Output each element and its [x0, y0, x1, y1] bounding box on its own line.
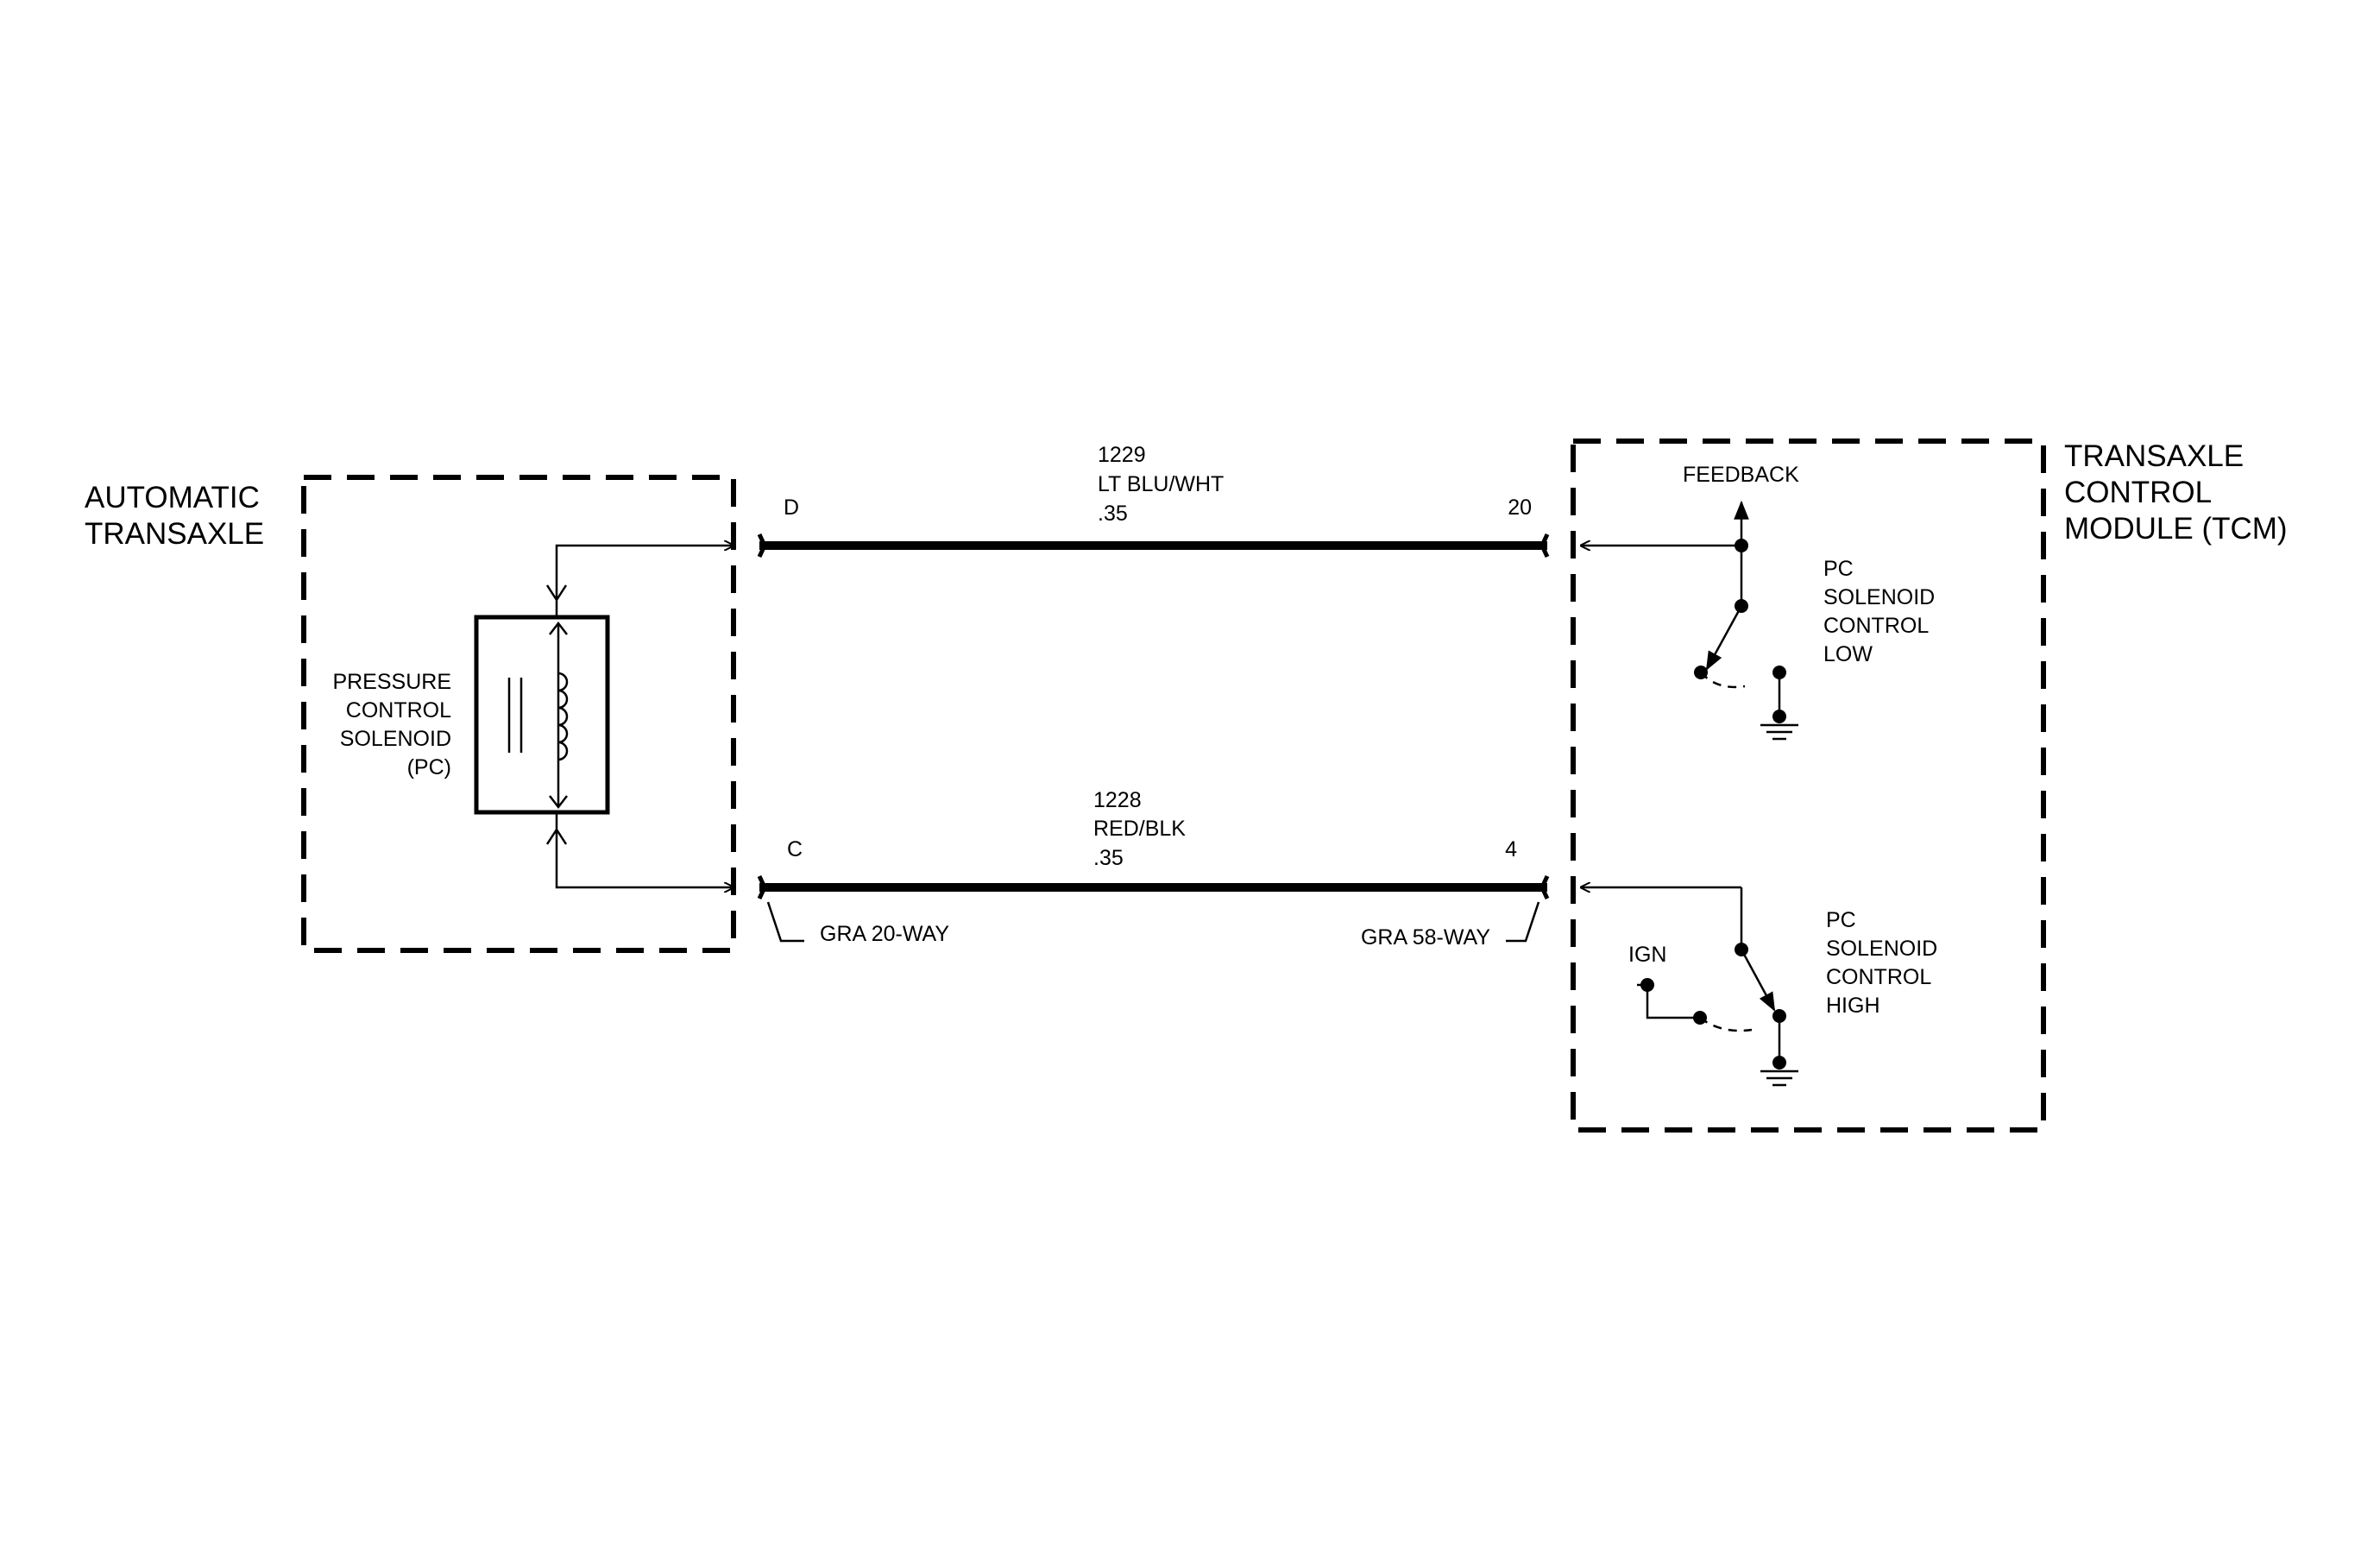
dashed-control-link [1699, 1017, 1753, 1032]
right-connector-leader [1506, 901, 1540, 943]
low-label-line-4: LOW [1823, 642, 1873, 666]
pin-20-label: 20 [1508, 495, 1532, 520]
pin-4-label: 4 [1505, 837, 1517, 861]
connector-terminal-icon [757, 874, 767, 900]
wire-1229-gauge: .35 [1098, 502, 1128, 526]
solenoid-bottom-terminal-icon [545, 812, 568, 845]
lead-to-pin-d [555, 546, 734, 600]
high-label-line-4: HIGH [1826, 994, 1880, 1018]
low-label-line-3: CONTROL [1823, 614, 1929, 638]
connector-terminal-icon [1539, 533, 1550, 558]
high-switch-blade-icon [1740, 949, 1776, 1012]
wire-1229-color: LT BLU/WHT [1098, 472, 1224, 496]
wire-1228-gauge: .35 [1093, 846, 1124, 870]
low-label-line-2: SOLENOID [1823, 585, 1935, 609]
pc-solenoid-control-low: FEEDBACK PC SOLENOID CONTROL LOW [1581, 463, 1935, 741]
transaxle-label-line-2: TRANSAXLE [85, 517, 264, 551]
left-connector-label: GRA 20-WAY [820, 922, 949, 946]
pin-c-label: C [787, 837, 803, 861]
connector-terminal-icon [757, 533, 767, 558]
wire-1228-color: RED/BLK [1093, 817, 1186, 841]
junction-dot [1735, 539, 1748, 552]
ground-icon [1760, 723, 1798, 741]
connector-terminal-icon [1539, 874, 1550, 900]
solenoid-top-terminal-icon [545, 584, 568, 617]
high-label-line-3: CONTROL [1826, 965, 1931, 989]
feedback-label: FEEDBACK [1683, 463, 1799, 487]
right-connector-label: GRA 58-WAY [1361, 925, 1490, 950]
wire-1228: 1228 RED/BLK .35 C 4 [757, 788, 1550, 900]
tcm-label: TRANSAXLE CONTROL MODULE (TCM) [2064, 439, 2288, 546]
pin-d-label: D [784, 495, 799, 520]
transaxle-label: AUTOMATIC TRANSAXLE [85, 481, 264, 551]
coil-icon [557, 672, 569, 761]
solenoid-label-line-1: PRESSURE [332, 670, 451, 694]
left-connector-leader [766, 901, 804, 943]
solenoid-body [474, 615, 610, 815]
pressure-control-solenoid: PRESSURE CONTROL SOLENOID (PC) [332, 615, 610, 815]
ign-label: IGN [1628, 943, 1666, 967]
tcm-label-line-3: MODULE (TCM) [2064, 512, 2288, 546]
solenoid-label-line-3: SOLENOID [340, 727, 451, 751]
wire-1229-circuit: 1229 [1098, 443, 1146, 467]
solenoid-leads [545, 546, 734, 887]
transaxle-boundary [301, 475, 736, 953]
wire-1229: 1229 LT BLU/WHT .35 D 20 [757, 443, 1550, 558]
low-label-line-1: PC [1823, 557, 1854, 581]
pc-solenoid-control-high: IGN PC SOLENOID CONTROL HIGH [1581, 887, 1937, 1087]
wire-1228-circuit: 1228 [1093, 788, 1142, 812]
tcm-label-line-1: TRANSAXLE [2064, 439, 2244, 473]
ground-dot [1772, 710, 1786, 723]
lead-to-pin-c [555, 830, 734, 887]
solenoid-label-line-4: (PC) [407, 755, 451, 779]
high-label-line-2: SOLENOID [1826, 937, 1937, 961]
tcm-boundary [1571, 439, 2046, 1133]
solenoid-label-line-2: CONTROL [346, 698, 451, 723]
solenoid-arrow-up-icon [549, 621, 568, 635]
solenoid-arrow-down-icon [549, 795, 568, 810]
ground-icon [1760, 1070, 1798, 1087]
ign-wire [1646, 985, 1700, 1019]
ground-dot [1772, 1056, 1786, 1070]
low-switch-blade-icon [1705, 605, 1743, 671]
tcm-label-line-2: CONTROL [2064, 476, 2212, 509]
high-label-line-1: PC [1826, 908, 1856, 932]
connector-labels: GRA 20-WAY GRA 58-WAY [766, 901, 1540, 950]
dashed-control-link [1700, 672, 1746, 689]
transaxle-label-line-1: AUTOMATIC [85, 481, 260, 514]
